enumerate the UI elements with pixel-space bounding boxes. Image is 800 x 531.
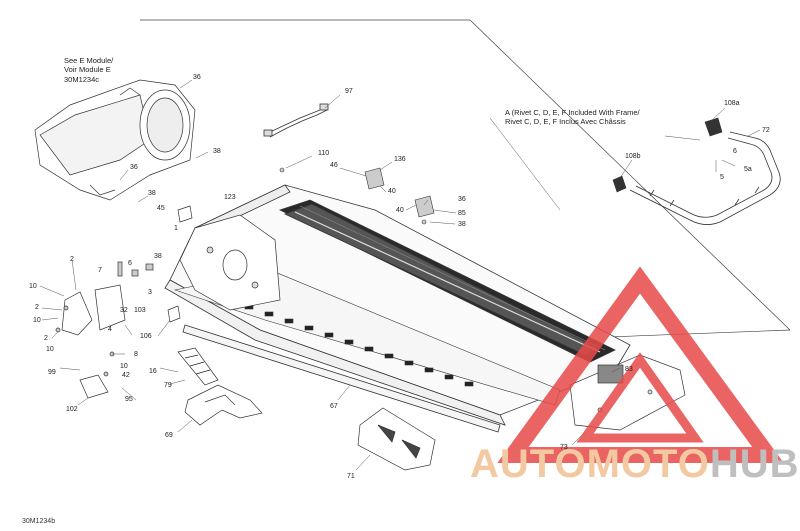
- callout-6: 6: [733, 148, 737, 155]
- callout-5: 5: [720, 174, 724, 181]
- front-module: [34, 79, 196, 201]
- see-module-note: See E Module/ Voir Module E 30M1234c: [64, 56, 113, 84]
- callout-2: 2: [44, 335, 48, 342]
- callout-102: 102: [66, 406, 78, 413]
- rivet-note: A (Rivet C, D, E, F Included With Frame/…: [505, 108, 640, 127]
- watermark-logo: [497, 266, 784, 463]
- callout-69: 69: [165, 432, 173, 439]
- harness-97: [263, 103, 329, 138]
- callout-2: 2: [35, 304, 39, 311]
- callout-10: 10: [120, 363, 128, 370]
- callout-108b: 108b: [625, 153, 641, 160]
- part-71: [357, 407, 436, 471]
- callout-85: 85: [458, 210, 466, 217]
- callout-67: 67: [330, 403, 338, 410]
- callout-8: 8: [134, 351, 138, 358]
- callout-10: 10: [33, 317, 41, 324]
- leader-lines: [39, 79, 761, 471]
- callout-36: 36: [130, 164, 138, 171]
- bracket-108a: [704, 117, 723, 137]
- callout-95: 95: [125, 396, 133, 403]
- callout-42: 42: [122, 372, 130, 379]
- left-components: [55, 205, 193, 399]
- callout-10: 10: [29, 283, 37, 290]
- bracket-108b: [612, 175, 627, 193]
- callout-123: 123: [224, 194, 236, 201]
- callout-38: 38: [154, 253, 162, 260]
- callout-7: 7: [98, 267, 102, 274]
- brackets-top: [279, 167, 435, 225]
- see-module-line-1: See E Module/: [64, 56, 114, 65]
- callout-38: 38: [458, 221, 466, 228]
- callout-97: 97: [345, 88, 353, 95]
- callout-45: 45: [157, 205, 165, 212]
- footrest-79: [177, 347, 219, 386]
- callout-10: 10: [46, 346, 54, 353]
- callout-38: 38: [148, 190, 156, 197]
- callout-83: 83: [625, 366, 633, 373]
- watermark-part-1: AUTOMOTO: [470, 442, 710, 486]
- watermark-part-2: HUB: [709, 442, 800, 486]
- callout-36: 36: [193, 74, 201, 81]
- callout-103: 103: [134, 307, 146, 314]
- running-board-67: [182, 324, 501, 433]
- callout-108a: 108a: [724, 100, 740, 107]
- diagram-code: 30M1234b: [22, 518, 56, 525]
- callout-6: 6: [128, 260, 132, 267]
- rivet-note-line-2: Rivet C, D, E, F Inclus Avec Châssis: [505, 117, 626, 127]
- callout-2: 2: [70, 256, 74, 263]
- see-module-line-2: Voir Module E: [64, 65, 111, 75]
- callout-38: 38: [213, 148, 221, 155]
- rear-bumper-72: [629, 131, 781, 225]
- callout-1: 1: [174, 225, 178, 232]
- see-module-line-3: 30M1234c: [64, 74, 100, 84]
- callout-106: 106: [140, 333, 152, 340]
- callout-36: 36: [458, 196, 466, 203]
- callout-16: 16: [149, 368, 157, 375]
- callout-4: 4: [108, 326, 112, 333]
- callout-99: 99: [48, 369, 56, 376]
- rivet-note-line-1: A (Rivet C, D, E, F Included With Frame/: [505, 108, 640, 117]
- callout-32: 32: [120, 307, 128, 314]
- callout-40: 40: [388, 188, 396, 195]
- callout-72: 72: [762, 127, 770, 134]
- watermark-text: AUTOMOTOHUB: [470, 444, 800, 484]
- callout-110: 110: [318, 150, 330, 157]
- callout-5a: 5a: [744, 166, 752, 173]
- callout-136: 136: [394, 156, 406, 163]
- callout-40: 40: [396, 207, 404, 214]
- callout-3: 3: [148, 289, 152, 296]
- bracket-69: [184, 384, 263, 426]
- callout-73: 73: [560, 444, 568, 451]
- callout-79: 79: [164, 382, 172, 389]
- front-frame-panel: [179, 214, 281, 311]
- callout-71: 71: [347, 473, 355, 480]
- callout-46: 46: [330, 162, 338, 169]
